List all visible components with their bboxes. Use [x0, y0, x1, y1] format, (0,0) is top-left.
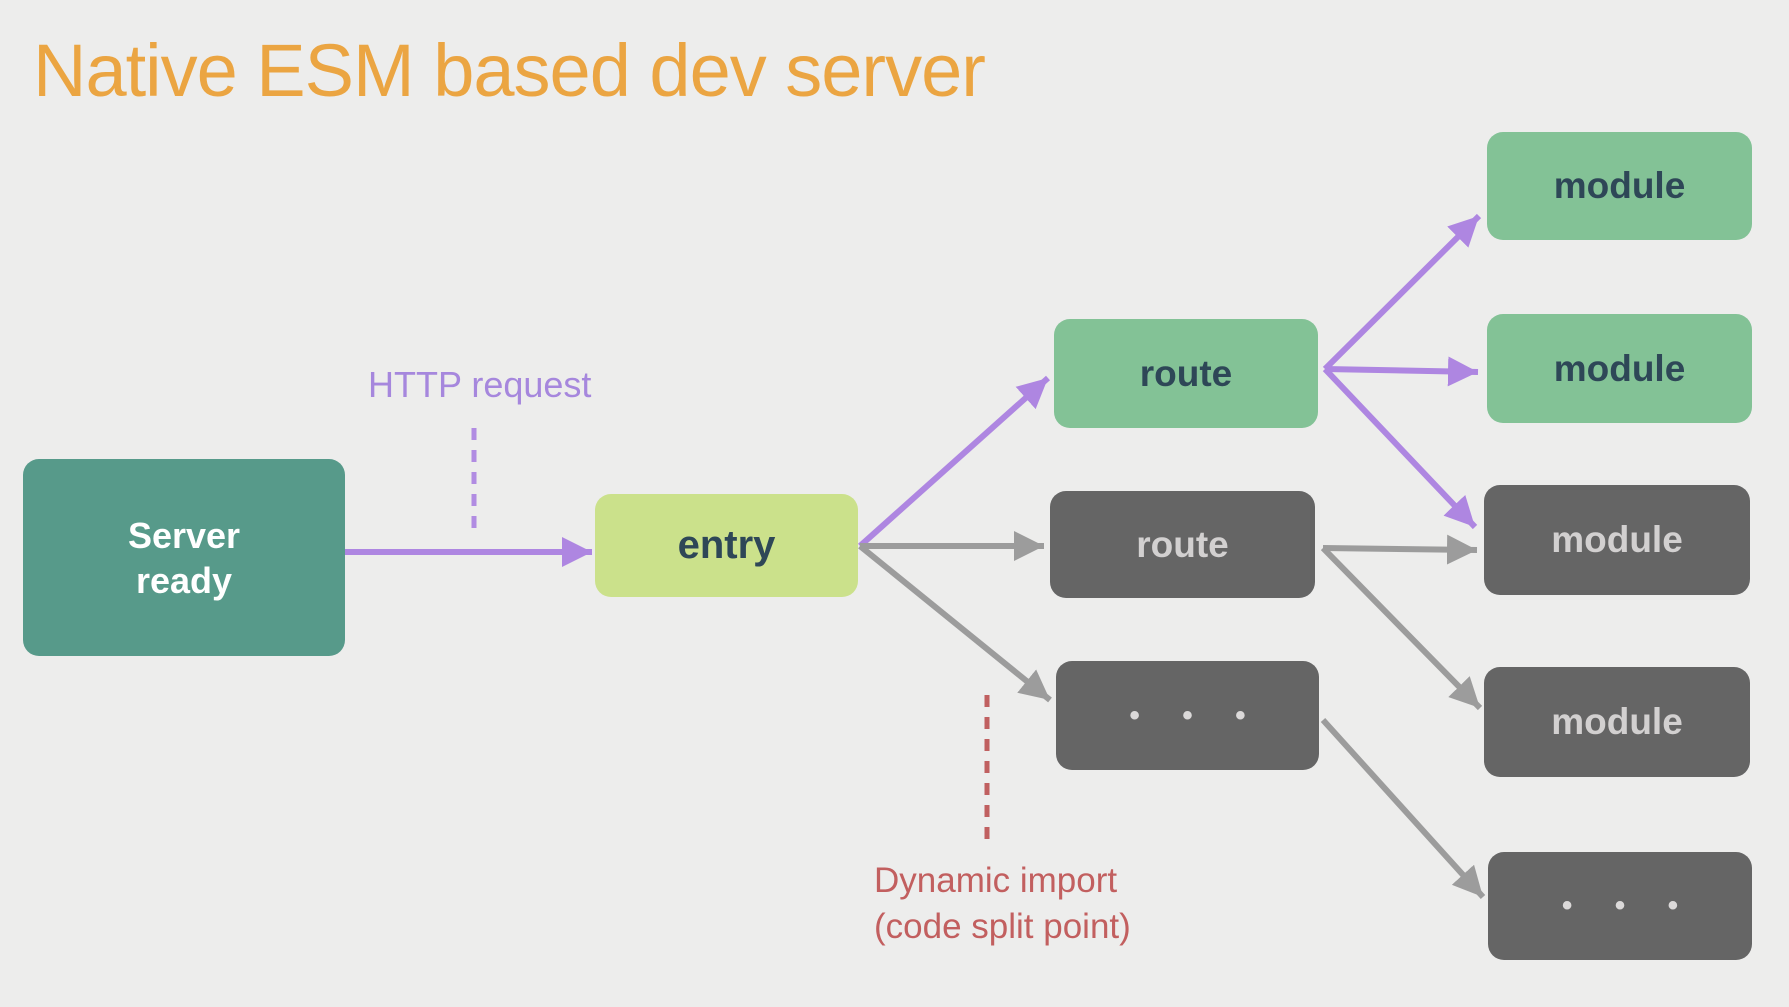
dynamic-import-label: Dynamic import (code split point)	[874, 861, 1131, 947]
arrow-entry-to-more-mid	[858, 543, 1052, 703]
module-node-2: module	[1487, 314, 1752, 423]
http-request-label: HTTP request	[368, 364, 592, 405]
ellipsis-node-mid: • • •	[1056, 661, 1319, 770]
arrow-route-top-to-module-3	[1322, 366, 1478, 530]
arrow-more-mid-to-more-bottom	[1320, 717, 1486, 900]
arrow-route-top-to-module-1	[1322, 213, 1482, 372]
route-node-mid: route	[1050, 491, 1315, 598]
module-node-4: module	[1484, 667, 1750, 777]
arrow-entry-to-route-top	[858, 375, 1050, 549]
route-node-top: route	[1054, 319, 1318, 428]
arrow-route-mid-to-module-4	[1320, 545, 1483, 711]
arrow-route-top-to-module-2	[1324, 356, 1479, 387]
page-title: Native ESM based dev server	[33, 29, 986, 112]
server-ready-node: Server ready	[23, 459, 345, 656]
module-node-1: module	[1487, 132, 1752, 240]
module-node-3: module	[1484, 485, 1750, 595]
entry-node: entry	[595, 494, 858, 597]
arrow-route-mid-to-module-3	[1322, 534, 1478, 565]
ellipsis-node-bottom: • • •	[1488, 852, 1752, 960]
